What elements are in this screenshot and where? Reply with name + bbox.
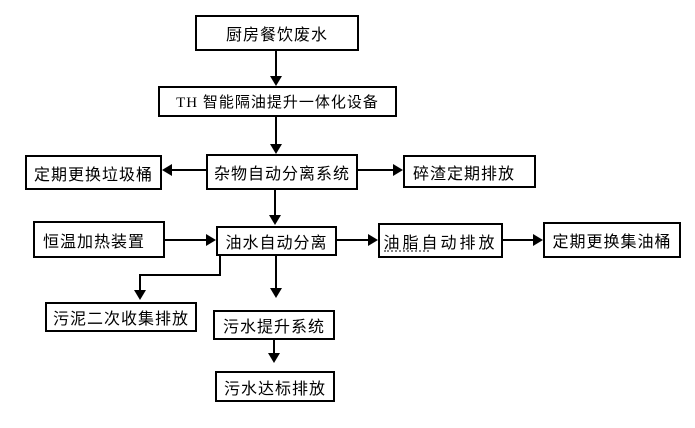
flow-node-label: 污水提升系统: [222, 319, 325, 336]
connector-kitchen-to-th: [275, 51, 277, 78]
arrowhead-right-icon: [368, 234, 378, 246]
connector-grease-to-oilbarrel: [503, 239, 534, 241]
arrowhead-right-icon: [206, 234, 216, 246]
flow-node-replace-oil-barrel: 定期更换集油桶: [543, 222, 681, 258]
flow-node-label: 油水自动分离: [225, 235, 328, 252]
flow-node-sludge-collection-discharge: 污泥二次收集排放: [45, 302, 197, 332]
arrowhead-down-icon: [270, 288, 282, 298]
flow-node-label: 碎渣定期排放: [413, 165, 516, 183]
arrowhead-down-icon: [270, 76, 282, 86]
connector-debris-to-residue: [358, 169, 394, 171]
flow-node-label: 污水达标排放: [223, 380, 326, 398]
connector-oilwater-to-sludge-segment-1: [219, 256, 221, 276]
connector-th-to-debris: [275, 117, 277, 145]
flow-node-label: 恒温加热装置: [43, 233, 146, 251]
arrowhead-right-icon: [533, 234, 543, 246]
flow-node-sewage-lift-system: 污水提升系统: [213, 310, 335, 340]
connector-heater-to-oilwater: [165, 239, 208, 241]
flow-node-kitchen-wastewater: 厨房餐饮废水: [195, 15, 359, 51]
connector-oilwater-to-sludge-segment-2: [139, 274, 221, 276]
connector-debris-to-oilwater: [274, 190, 276, 216]
flow-node-label: 油脂自动排放: [383, 234, 498, 252]
arrowhead-down-icon: [269, 215, 281, 225]
flow-node-grease-auto-discharge: 油脂自动排放: [378, 223, 503, 258]
flow-node-residue-periodic-discharge: 碎渣定期排放: [403, 155, 536, 188]
connector-lift-to-discharge: [273, 340, 275, 354]
arrowhead-down-icon: [268, 353, 280, 363]
flow-node-label: 定期更换集油桶: [552, 234, 672, 251]
flow-node-oil-water-separation: 油水自动分离: [216, 226, 337, 256]
connector-oilwater-to-grease: [337, 239, 369, 241]
connector-debris-to-trash: [170, 169, 206, 171]
arrowhead-right-icon: [393, 164, 403, 176]
arrowhead-down-icon: [134, 290, 146, 300]
spellcheck-dotted-underline: [384, 250, 429, 252]
flow-node-label: 污泥二次收集排放: [52, 311, 189, 328]
arrowhead-left-icon: [162, 164, 172, 176]
flow-node-label: 杂物自动分离系统: [213, 166, 350, 183]
arrowhead-down-icon: [270, 144, 282, 154]
flow-node-sewage-standard-discharge: 污水达标排放: [215, 371, 335, 402]
flow-node-debris-separation-system: 杂物自动分离系统: [206, 154, 358, 190]
flow-node-label: 厨房餐饮废水: [225, 27, 328, 44]
connector-oilwater-to-lift: [275, 256, 277, 288]
flow-node-heating-device: 恒温加热装置: [33, 221, 165, 258]
connector-oilwater-to-sludge-segment-3: [139, 274, 141, 291]
flow-node-replace-trash-bin: 定期更换垃圾桶: [25, 155, 162, 190]
flow-node-label: TH 智能隔油提升一体化设备: [176, 95, 379, 111]
flow-node-label: 定期更换垃圾桶: [33, 166, 153, 184]
flow-node-th-integrated-unit: TH 智能隔油提升一体化设备: [158, 86, 397, 117]
